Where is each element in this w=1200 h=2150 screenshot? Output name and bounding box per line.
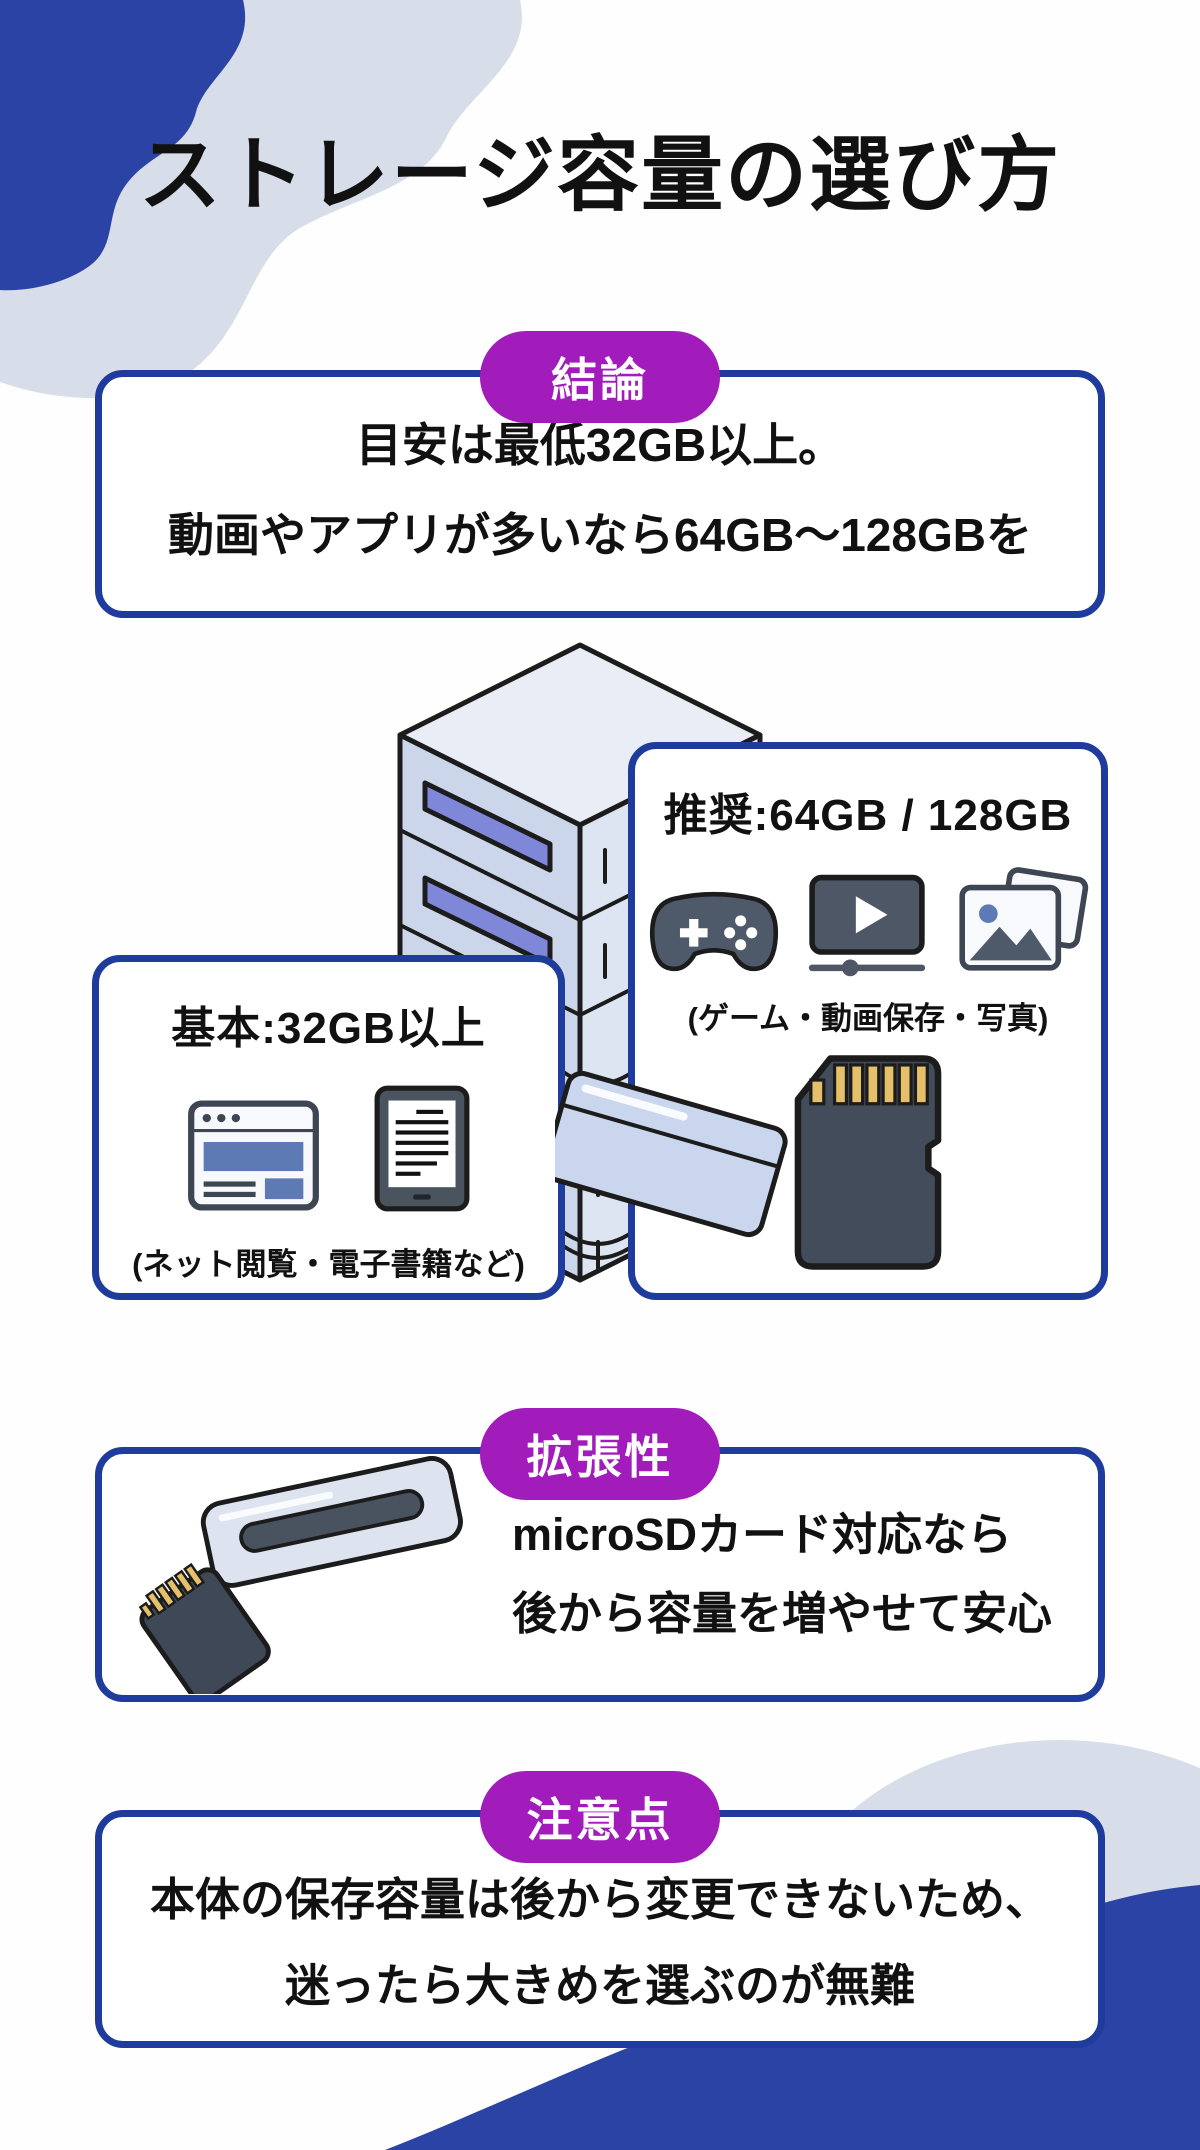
caution-badge: 注意点 [480,1771,720,1863]
caution-line-1: 本体の保存容量は後から変更できないため、 [149,1874,1050,1925]
page-title: ストレージ容量の選び方 [138,130,1062,221]
conclusion-line-1: 目安は最低32GB以上。 [355,419,845,471]
expandability-line-2: 後から容量を増やせて安心 [512,1587,1053,1639]
game-controller-icon [650,891,778,972]
recommended-icon-row [635,867,1101,979]
caution-text: 本体の保存容量は後から変更できないため、 迷ったら大きめを選ぶのが無難 [102,1817,1098,2028]
conclusion-badge: 結論 [480,331,720,423]
sd-card-icon [794,1055,942,1270]
micro-sd-slot-illustration [138,1455,463,1694]
conclusion-line-2: 動画やアプリが多いなら64GB〜128GBを [168,508,1032,561]
caution-line-2: 迷ったら大きめを選ぶのが無難 [284,1959,915,2011]
recommended-storage-caption: (ゲーム・動画保存・写真) [687,1001,1049,1036]
basic-storage-box: 基本:32GB以上 [92,955,565,1300]
basic-icon-row [99,1084,558,1213]
basic-storage-caption: (ネット閲覧・電子書籍など) [132,1247,525,1282]
recommended-storage-title: 推奨:64GB / 128GB [663,791,1073,840]
expandability-badge: 拡張性 [480,1408,720,1500]
expandability-line-1: microSDカード対応なら [512,1508,1013,1560]
expandability-box: 拡張性 [95,1408,1105,1702]
web-browser-icon [188,1100,319,1211]
basic-storage-title: 基本:32GB以上 [171,1004,486,1053]
expandability-content: microSDカード対応なら 後から容量を増やせて安心 [102,1454,1098,1695]
e-reader-icon [374,1085,470,1212]
expandability-text: microSDカード対応なら 後から容量を増やせて安心 [512,1496,1052,1654]
sd-card-wrap [635,1052,1101,1273]
drive-tray-illustration [555,1070,788,1238]
caution-box: 注意点 本体の保存容量は後から変更できないため、 迷ったら大きめを選ぶのが無難 [95,1771,1105,2048]
photo-gallery-icon [959,867,1089,971]
micro-sd-card-icon [138,1562,271,1694]
conclusion-box: 結論 目安は最低32GB以上。 動画やアプリが多いなら64GB〜128GBを [95,331,1105,618]
decorative-blob-top-left [0,0,522,399]
video-player-icon [808,874,926,977]
conclusion-text: 目安は最低32GB以上。 動画やアプリが多いなら64GB〜128GBを [102,377,1098,580]
card-slot-icon [200,1455,463,1588]
